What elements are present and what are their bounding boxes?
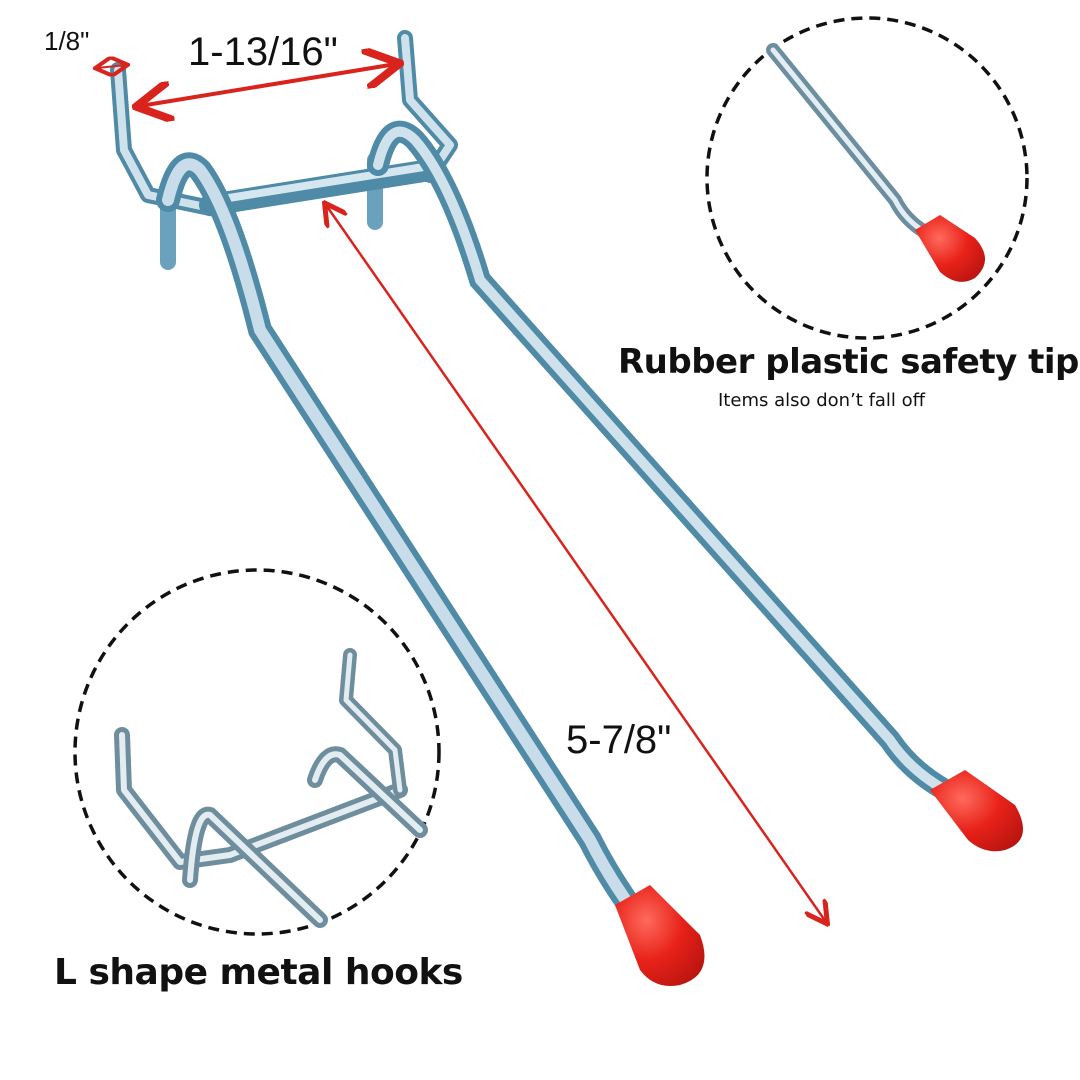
wire-thickness-label: 1/8" xyxy=(44,26,90,56)
hook-spacing-arrow xyxy=(140,64,396,106)
wire-thickness-arrow xyxy=(97,65,126,68)
prong-length-arrow xyxy=(326,205,826,922)
hook-spacing-label: 1-13/16" xyxy=(188,30,338,74)
safety-tip-right xyxy=(930,770,1023,852)
prong-length-label: 5-7/8" xyxy=(566,718,672,762)
safety-tip-title: Rubber plastic safety tip xyxy=(618,342,1079,382)
safety-tip-subtitle: Items also don’t fall off xyxy=(718,390,926,411)
hooks-detail-callout xyxy=(73,568,441,936)
hooks-title: L shape metal hooks xyxy=(54,952,463,993)
safety-tip-left xyxy=(615,885,705,986)
tip-detail-callout xyxy=(705,16,1029,340)
safety-tip-closeup xyxy=(915,215,985,282)
